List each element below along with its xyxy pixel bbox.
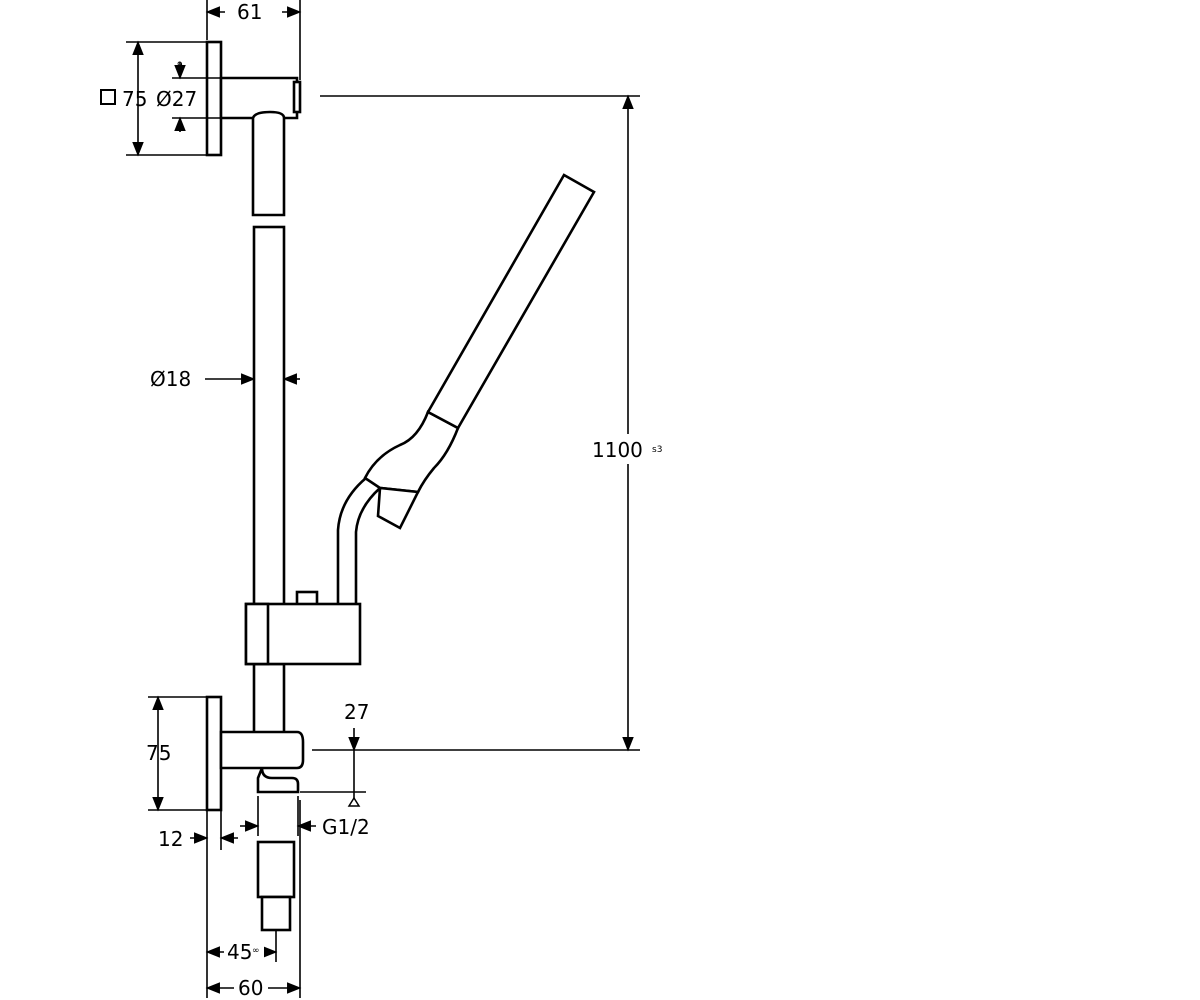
dim-bracket-diameter: 9 Ø27 5 [156,61,221,134]
top-bracket-arm [219,76,299,120]
dim-rail-length: 1100 s3 [312,94,662,752]
bottom-wall-bracket [205,695,305,932]
rail-lower-segment [252,225,286,609]
dim-wall-thickness-label: 12 [158,827,183,851]
dim-rail-length-label: 1100 [592,438,643,462]
dim-bottom-width: 60 [205,800,302,1000]
dim-bottom-width-label: 60 [238,976,263,1000]
hand-shower-head [426,173,596,430]
dim-outlet-distance-label: 45 [227,940,252,964]
hand-shower-grip [363,410,460,494]
rail-bottom-segment [252,662,286,736]
dim-rail-diameter: Ø18 [150,367,300,391]
dim-bracket-offset-bottom: 5 [177,124,183,134]
bottom-wall-flange [205,695,223,812]
outlet-elbow [256,767,300,794]
bottom-bracket-arm [219,730,305,770]
dim-bracket-diameter-label: Ø27 [156,87,197,111]
top-bracket-cap [292,80,302,114]
dim-top-flange-label: 75 [122,87,147,111]
dim-top-flange: 75 [100,40,207,157]
top-wall-flange [205,40,223,157]
hand-shower-clip [376,486,421,530]
dim-thread: G1/2 [240,796,370,839]
dim-top-width-label: 61 [237,0,262,24]
dim-bottom-flange: 75 [146,695,207,812]
top-wall-bracket [205,40,302,157]
shower-hose-connector [336,476,383,607]
square-icon [100,89,116,105]
dim-outlet-offset: 27 [300,700,369,807]
slider-holder [244,590,362,666]
dim-rail-diameter-label: Ø18 [150,367,191,391]
dim-thread-label: G1/2 [322,815,370,839]
hand-shower [336,173,596,607]
dim-top-width: 61 [205,0,302,80]
dim-outlet-distance-note: ∞ [252,946,260,956]
dim-rail-length-note: s3 [652,445,662,455]
dim-bottom-flange-label: 75 [146,741,171,765]
dim-bracket-offset-top: 9 [177,61,183,71]
rail-upper-segment [251,110,286,217]
dim-outlet-offset-label: 27 [344,700,369,724]
hose-nut [256,840,296,899]
dim-outlet-distance: 45 ∞ [205,930,278,964]
slide-rail [251,110,286,736]
dim-wall-thickness: 12 [158,810,238,998]
slider-clamp [244,602,270,666]
hose-sleeve [260,895,292,932]
